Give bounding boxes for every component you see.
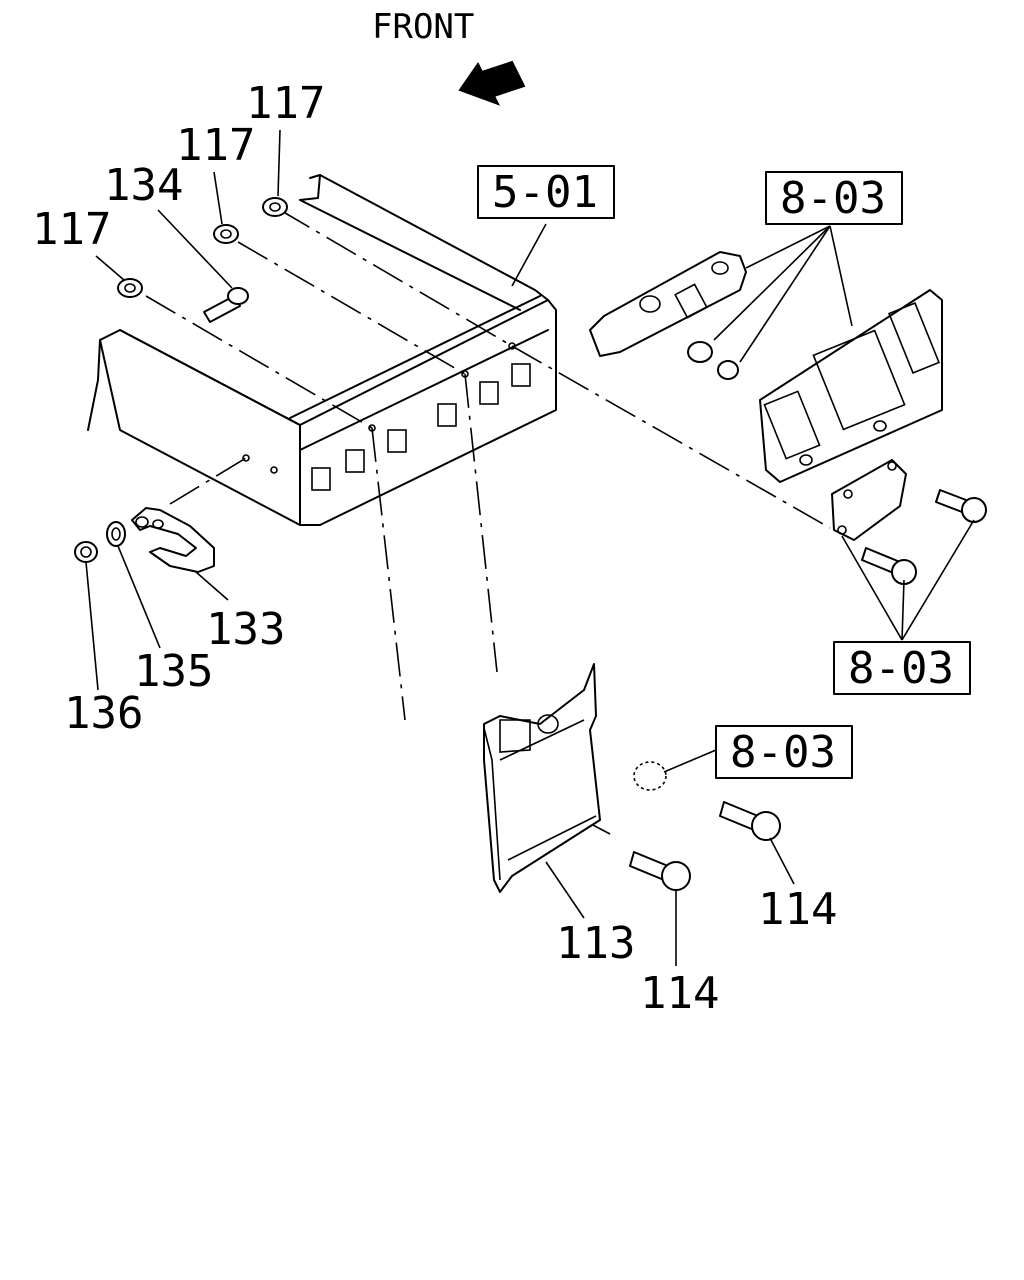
- step-bracket-113: [483, 663, 601, 893]
- nut-117-c: [117, 278, 143, 298]
- callout-113: 113: [556, 918, 635, 969]
- callout-135: 135: [134, 646, 213, 697]
- bolt-114-upper: [719, 801, 781, 841]
- front-label: FRONT: [372, 7, 474, 47]
- cap-part: [633, 761, 667, 791]
- svg-text:8-03: 8-03: [848, 643, 954, 694]
- nut-136: [74, 541, 98, 563]
- bracket-arm: [589, 251, 747, 380]
- callout-114-b: 114: [758, 884, 837, 935]
- bolt-plate-lower: [861, 547, 917, 585]
- callout-114-a: 114: [640, 968, 719, 1019]
- callout-117-a: 117: [246, 78, 325, 129]
- front-arrow-icon: [458, 60, 526, 106]
- callout-136: 136: [64, 688, 143, 739]
- bolt-114-lower: [629, 851, 691, 891]
- bolt-plate-upper: [935, 489, 987, 523]
- ref-box-8-03-top[interactable]: 8-03: [765, 171, 903, 225]
- callout-117-c: 117: [32, 204, 111, 255]
- washer-135: [106, 521, 126, 547]
- svg-text:8-03: 8-03: [730, 727, 836, 778]
- bolt-134: [203, 287, 249, 323]
- lamp-assembly: [759, 289, 943, 483]
- callout-117-b: 117: [176, 120, 255, 171]
- callout-133: 133: [206, 604, 285, 655]
- nut-117-a: [262, 197, 288, 217]
- frame-crossmember: [87, 174, 557, 526]
- ref-box-5-01[interactable]: 5-01: [477, 165, 615, 219]
- leader-lines: [85, 129, 975, 966]
- mounting-plate: [831, 459, 907, 541]
- tow-hook-133: [131, 507, 215, 573]
- nut-117-b: [213, 224, 239, 244]
- svg-text:5-01: 5-01: [492, 167, 598, 218]
- callout-134: 134: [104, 160, 183, 211]
- ref-box-8-03-right[interactable]: 8-03: [833, 641, 971, 695]
- svg-text:8-03: 8-03: [780, 173, 886, 224]
- ref-box-8-03-lower[interactable]: 8-03: [715, 725, 853, 779]
